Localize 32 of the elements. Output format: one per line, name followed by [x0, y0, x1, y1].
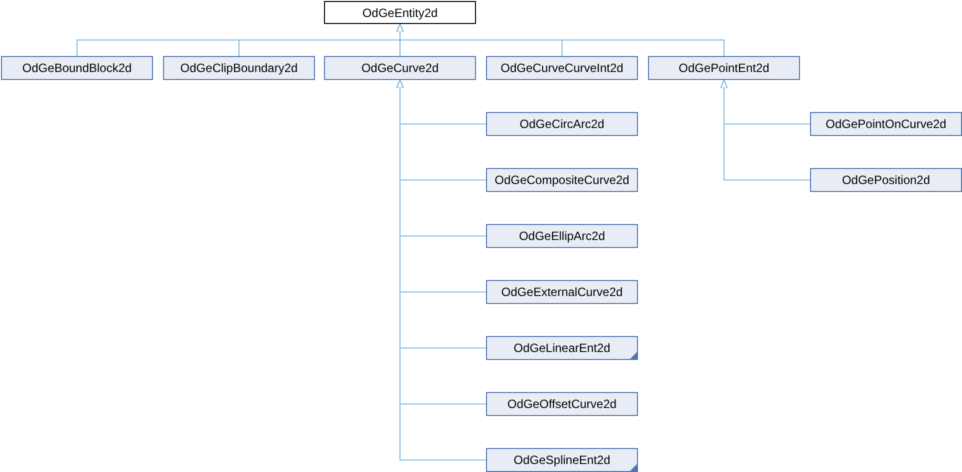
class-name: OdGeExternalCurve2d: [501, 285, 623, 299]
class-name: OdGeCurve2d: [361, 61, 439, 75]
class-box: [486, 56, 638, 80]
class-box: [486, 280, 638, 304]
class-name: OdGeOffsetCurve2d: [507, 397, 617, 411]
class-box: [810, 168, 962, 192]
inheritance-arrow: [396, 24, 724, 56]
class-name: OdGeSplineEnt2d: [514, 453, 610, 467]
class-name: OdGePointEnt2d: [678, 61, 770, 75]
class-box: [486, 336, 638, 360]
class-box: [1, 56, 153, 80]
class-name: OdGeCompositeCurve2d: [494, 173, 630, 187]
class-box: [648, 56, 800, 80]
inheritance-arrow: [720, 80, 810, 180]
class-name: OdGePointOnCurve2d: [826, 117, 946, 131]
class-box: [810, 112, 962, 136]
class-box: [486, 392, 638, 416]
class-name: OdGeClipBoundary2d: [180, 61, 298, 75]
class-name: OdGeEllipArc2d: [518, 229, 606, 243]
class-box: [486, 112, 638, 136]
class-box: [324, 56, 476, 80]
class-name: OdGePosition2d: [842, 173, 930, 187]
class-box: [324, 1, 476, 24]
class-box: [486, 224, 638, 248]
class-name: OdGeEntity2d: [362, 6, 438, 20]
class-name: OdGeCurveCurveInt2d: [500, 61, 624, 75]
class-box: [486, 168, 638, 192]
class-name: OdGeCircArc2d: [520, 117, 604, 131]
class-name: OdGeLinearEnt2d: [514, 341, 610, 355]
class-box: [163, 56, 315, 80]
class-box: [486, 448, 638, 472]
class-name: OdGeBoundBlock2d: [22, 61, 132, 75]
